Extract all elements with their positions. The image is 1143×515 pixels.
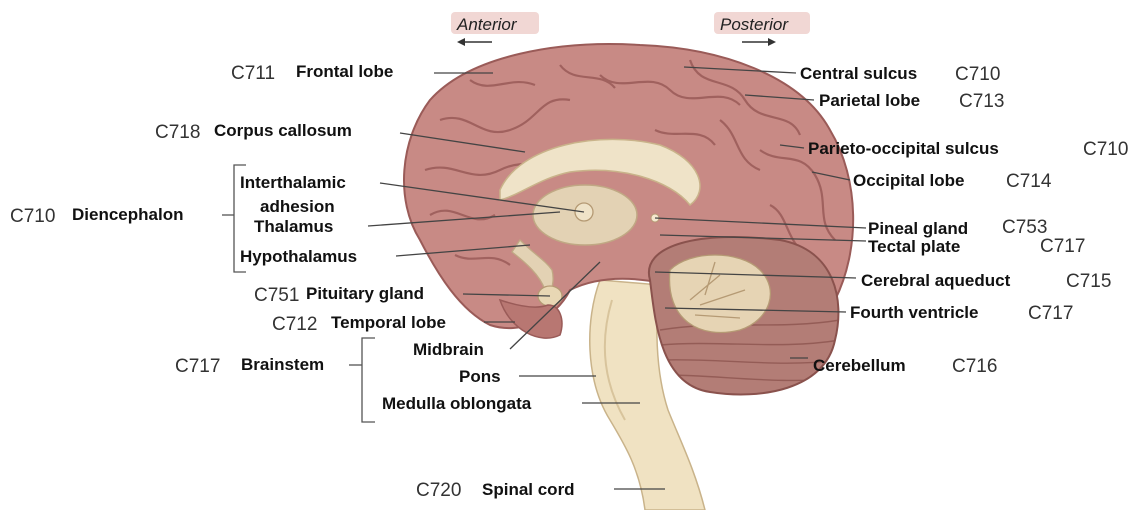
posterior-label: Posterior bbox=[720, 15, 789, 34]
parietal-lobe-code: C713 bbox=[959, 91, 1004, 112]
pituitary-gland-code: C751 bbox=[254, 285, 299, 306]
frontal-lobe-label: Frontal lobe bbox=[296, 62, 393, 81]
spinal-cord-code: C720 bbox=[416, 480, 461, 501]
brainstem-code: C717 bbox=[175, 356, 220, 377]
occipital-lobe-code: C714 bbox=[1006, 171, 1052, 192]
frontal-lobe-code: C711 bbox=[231, 63, 275, 84]
parieto-occipital-sulcus-code: C710 bbox=[1083, 139, 1128, 160]
parietal-lobe-label: Parietal lobe bbox=[819, 91, 920, 110]
temporal-lobe-code: C712 bbox=[272, 314, 317, 335]
pons-label: Pons bbox=[459, 367, 501, 386]
anterior-label: Anterior bbox=[456, 15, 518, 34]
central-sulcus-label: Central sulcus bbox=[800, 64, 917, 83]
posterior-indicator: Posterior bbox=[714, 12, 810, 46]
cerebellum-label: Cerebellum bbox=[813, 356, 906, 375]
corpus-callosum-label: Corpus callosum bbox=[214, 121, 352, 140]
thalamus-label: Thalamus bbox=[254, 217, 333, 236]
interthalamic-adhesion-label-line2: adhesion bbox=[260, 197, 335, 216]
medulla-oblongata-label: Medulla oblongata bbox=[382, 394, 532, 413]
central-sulcus-code: C710 bbox=[955, 64, 1000, 85]
posterior-arrowhead-icon bbox=[768, 38, 776, 46]
pineal-gland-label: Pineal gland bbox=[868, 219, 968, 238]
cerebral-aqueduct-label: Cerebral aqueduct bbox=[861, 271, 1011, 290]
tectal-plate-code: C717 bbox=[1040, 236, 1085, 257]
hypothalamus-label: Hypothalamus bbox=[240, 247, 357, 266]
diencephalon-code: C710 bbox=[10, 206, 55, 227]
interthalamic-adhesion-label-line1: Interthalamic bbox=[240, 173, 346, 192]
cerebral-aqueduct-code: C715 bbox=[1066, 271, 1111, 292]
brainstem-label: Brainstem bbox=[241, 355, 324, 374]
pineal-gland-code: C753 bbox=[1002, 217, 1047, 238]
anterior-indicator: Anterior bbox=[451, 12, 539, 46]
anterior-arrowhead-icon bbox=[457, 38, 465, 46]
fourth-ventricle-code: C717 bbox=[1028, 303, 1073, 324]
brainstem-bracket bbox=[362, 338, 375, 422]
corpus-callosum-code: C718 bbox=[155, 122, 200, 143]
midbrain-label: Midbrain bbox=[413, 340, 484, 359]
parieto-occipital-sulcus-label: Parieto-occipital sulcus bbox=[808, 139, 999, 158]
tectal-plate-label: Tectal plate bbox=[868, 237, 960, 256]
diencephalon-label: Diencephalon bbox=[72, 205, 183, 224]
pituitary-gland-label: Pituitary gland bbox=[306, 284, 424, 303]
occipital-lobe-label: Occipital lobe bbox=[853, 171, 964, 190]
brain-illustration bbox=[404, 44, 853, 510]
temporal-lobe-label: Temporal lobe bbox=[331, 313, 446, 332]
spinal-cord-label: Spinal cord bbox=[482, 480, 575, 499]
cerebellum-code: C716 bbox=[952, 356, 997, 377]
fourth-ventricle-label: Fourth ventricle bbox=[850, 303, 978, 322]
